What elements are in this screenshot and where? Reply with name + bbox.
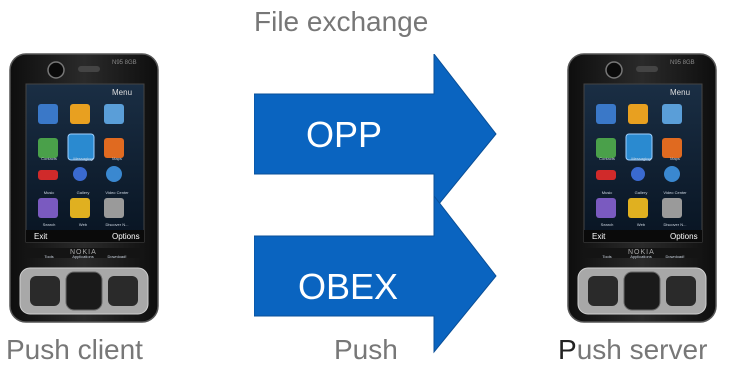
app-label: Discover N... [105, 222, 129, 227]
app-label: Messaging [631, 156, 651, 161]
phone-header-label: Menu [112, 88, 133, 97]
phone-header-label: Menu [670, 88, 691, 97]
app-label: Gallery [76, 190, 90, 195]
push-caption: Push [334, 334, 398, 365]
push-client-caption: Push client [6, 334, 143, 365]
push-server-caption-rest: ush server [576, 334, 708, 365]
app-label: Contacts [41, 156, 57, 161]
app-label: Tools [44, 254, 54, 259]
app-label: Download! [107, 254, 127, 259]
obex-label: OBEX [298, 266, 399, 307]
app-label: Tools [602, 254, 612, 259]
phone-push-client [8, 52, 160, 324]
push-server-caption: Push server [558, 334, 707, 366]
brand-label: NOKIA [628, 249, 655, 256]
app-label: Applications [72, 254, 94, 259]
app-label: Contacts [599, 156, 615, 161]
app-label: Applications [630, 254, 652, 259]
phone-push-server [566, 52, 718, 324]
app-label: Video Center [105, 190, 129, 195]
app-label: Music [43, 190, 55, 195]
softkey-options: Options [670, 232, 698, 241]
app-label: Messaging [73, 156, 93, 161]
push-server-caption-initial: P [558, 334, 577, 365]
app-label: Discover N... [663, 222, 687, 227]
app-label: Maps [112, 156, 122, 161]
app-label: Music [601, 190, 613, 195]
brand-label: NOKIA [70, 249, 97, 256]
softkey-exit: Exit [592, 232, 606, 241]
softkey-options: Options [112, 232, 140, 241]
app-label: Video Center [663, 190, 687, 195]
phone-model-label: N95 8GB [112, 60, 137, 66]
file-exchange-caption: File exchange [254, 6, 429, 37]
app-label: Maps [670, 156, 680, 161]
app-label: Search [600, 222, 614, 227]
app-label: Gallery [634, 190, 648, 195]
app-label: Search [42, 222, 56, 227]
phone-model-label: N95 8GB [670, 60, 695, 66]
arrow-obex [254, 196, 498, 354]
softkey-exit: Exit [34, 232, 48, 241]
arrow-opp [254, 54, 498, 210]
app-label: Web [636, 222, 646, 227]
app-label: Download! [665, 254, 685, 259]
app-label: Web [78, 222, 88, 227]
opp-label: OPP [306, 114, 383, 155]
